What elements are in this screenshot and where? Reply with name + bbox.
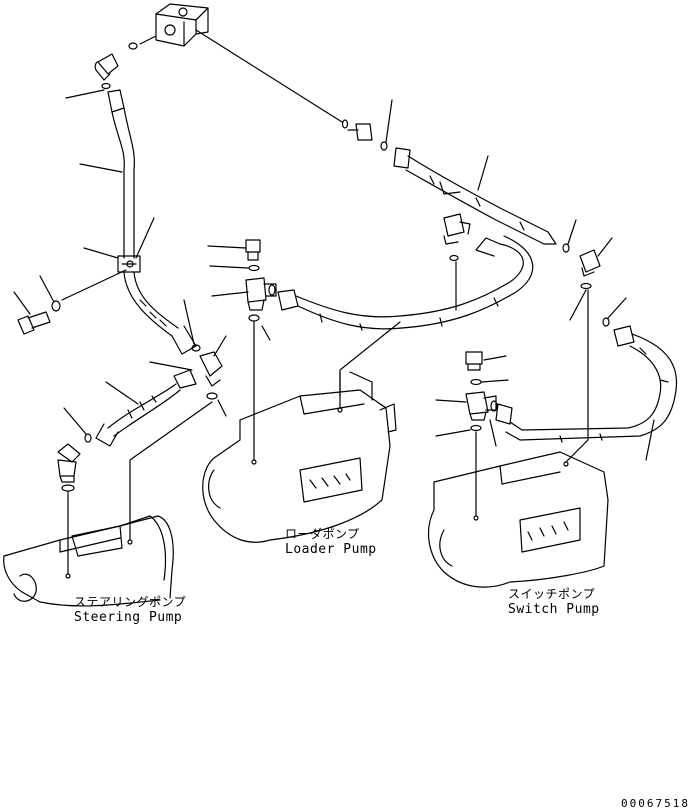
leader-line <box>339 321 401 409</box>
o-ring <box>84 433 92 443</box>
hose-loader <box>277 235 534 331</box>
hose-upper-right <box>393 147 557 245</box>
leader-line <box>477 155 489 191</box>
steering-pump-label-jp: ステアリングポンプ <box>74 595 187 609</box>
loader-pump-label-en: Loader Pump <box>285 542 377 557</box>
hose-end-fitting <box>495 403 513 425</box>
port-mark <box>65 573 71 579</box>
leader-line <box>567 219 577 245</box>
port-mark <box>127 539 133 545</box>
o-ring <box>602 317 610 327</box>
leader-line <box>61 269 127 301</box>
leader-line <box>149 361 193 371</box>
leader-line <box>489 419 497 447</box>
o-ring <box>268 284 276 296</box>
steering-pump <box>3 515 174 607</box>
leader-line <box>65 89 105 99</box>
steering-pump-label-en: Steering Pump <box>74 610 183 625</box>
o-ring <box>248 314 260 322</box>
switch-pump-label-jp: スイッチポンプ <box>508 587 596 601</box>
port-mark <box>473 515 479 521</box>
tee-fitting <box>245 277 277 311</box>
leader-line <box>607 297 627 319</box>
leader-line <box>483 355 507 361</box>
leader-line <box>481 379 509 383</box>
hose-switch <box>505 325 678 443</box>
leader-line <box>385 99 393 143</box>
leader-line <box>63 407 87 435</box>
leader-line <box>129 401 213 541</box>
o-ring <box>470 424 482 432</box>
leader-line <box>211 291 249 297</box>
leader-line <box>83 247 119 259</box>
o-ring <box>61 484 75 492</box>
port-mark <box>563 461 569 467</box>
elbow-fitting-steering <box>57 443 81 483</box>
document-id: 00067518 <box>621 797 690 810</box>
o-ring <box>562 243 570 253</box>
o-ring <box>470 378 482 386</box>
adapter-fitting <box>347 123 373 141</box>
port-mark <box>251 459 257 465</box>
switch-pump-label-en: Switch Pump <box>508 602 600 617</box>
o-ring <box>580 282 592 290</box>
hose-clamp <box>117 255 141 273</box>
switch-pump-label: スイッチポンプ Switch Pump <box>508 586 600 618</box>
leader-line <box>105 381 139 405</box>
o-ring <box>380 141 388 151</box>
leader-line <box>435 399 467 403</box>
leader-line <box>261 325 271 341</box>
leader-line <box>195 29 343 123</box>
leader-line <box>645 419 655 461</box>
leader-line <box>207 245 247 249</box>
elbow-fitting <box>199 351 223 387</box>
leader-line <box>13 291 31 315</box>
washer <box>51 300 61 312</box>
leader-line <box>217 399 227 417</box>
loader-pump-label: ローダポンプ Loader Pump <box>285 526 377 558</box>
hose-left-lower <box>123 271 197 355</box>
elbow-fitting-right <box>579 249 601 277</box>
leader-line <box>435 429 471 437</box>
o-ring <box>101 82 111 90</box>
o-ring <box>341 119 349 129</box>
bracket-fitting <box>443 213 471 245</box>
leader-line <box>183 299 195 345</box>
bolt <box>17 311 51 335</box>
o-ring <box>248 264 260 272</box>
o-ring <box>206 392 218 400</box>
leader-line <box>565 289 589 463</box>
hose-steering <box>95 369 197 447</box>
leader-line <box>139 35 157 45</box>
leader-line <box>597 237 613 257</box>
elbow-fitting <box>94 53 119 81</box>
loader-pump <box>202 371 397 543</box>
hose-left-upper <box>107 89 135 259</box>
leader-line <box>569 289 587 321</box>
leader-line <box>79 163 123 173</box>
o-ring <box>449 254 459 262</box>
steering-pump-label: ステアリングポンプ Steering Pump <box>74 594 186 626</box>
plug-bolt <box>465 351 483 371</box>
leader-line <box>213 335 227 357</box>
plug-bolt <box>245 239 261 261</box>
o-ring <box>191 344 201 352</box>
leader-line <box>135 217 155 259</box>
leader-line <box>39 275 55 303</box>
leader-line <box>209 265 249 269</box>
junction-block <box>155 3 209 47</box>
switch-pump <box>427 451 609 588</box>
o-ring <box>128 42 138 50</box>
loader-pump-label-jp: ローダポンプ <box>285 527 360 541</box>
o-ring <box>490 400 498 412</box>
